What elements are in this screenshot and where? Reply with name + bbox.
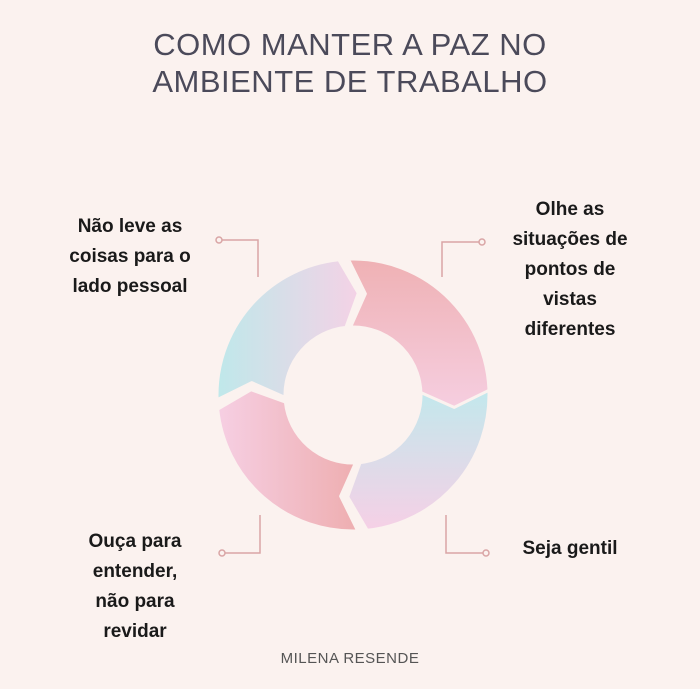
connectors: [215, 236, 490, 557]
title-line-2: AMBIENTE DE TRABALHO: [152, 64, 548, 99]
label-line: revidar: [103, 621, 167, 642]
connector-bottom-left: [225, 515, 261, 554]
label-line: diferentes: [524, 319, 616, 340]
title-line-1: COMO MANTER A PAZ NO: [153, 27, 547, 62]
step-label-bottom-left: Ouça para entender, não para revidar: [55, 527, 215, 647]
connector-dot: [482, 549, 490, 557]
label-line: Olhe as: [535, 199, 605, 220]
step-label-bottom-right: Seja gentil: [495, 534, 645, 564]
page-title: COMO MANTER A PAZ NO AMBIENTE DE TRABALH…: [0, 26, 700, 100]
arrow-segment-top-left: [215, 258, 360, 402]
label-line: situações de: [512, 229, 628, 250]
arrow-segment-bottom-right: [346, 388, 491, 532]
label-line: pontos de: [524, 259, 616, 280]
connector-bottom-right: [445, 515, 483, 554]
label-line: coisas para o: [69, 246, 191, 267]
connector-dot: [478, 238, 486, 246]
label-line: não para: [95, 591, 175, 612]
step-label-top-right: Olhe as situações de pontos de vistas di…: [490, 195, 650, 345]
label-line: vistas: [543, 289, 597, 310]
connector-top-left: [222, 239, 259, 277]
label-line: Ouça para: [88, 531, 182, 552]
arrow-segment-top-right: [346, 257, 491, 420]
step-label-top-left: Não leve as coisas para o lado pessoal: [40, 212, 220, 302]
connector-top-right: [441, 241, 479, 277]
connector-dot: [218, 549, 226, 557]
label-line: entender,: [92, 561, 178, 582]
connector-dot: [215, 236, 223, 244]
arrow-segment-bottom-left: [216, 388, 360, 533]
author-credit: MILENA RESENDE: [280, 650, 420, 667]
label-line: lado pessoal: [72, 276, 188, 297]
label-line: Seja gentil: [522, 538, 618, 559]
label-line: Não leve as: [77, 216, 183, 237]
